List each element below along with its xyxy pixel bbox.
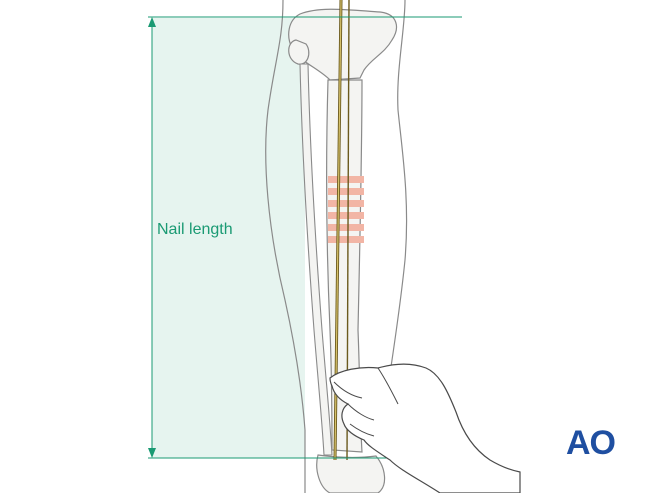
gloved-hand-icon (329, 363, 521, 493)
leg-outline (265, 0, 306, 493)
ao-logo: AO (566, 424, 616, 462)
fibula-head (288, 39, 310, 65)
double-arrow-icon (148, 17, 156, 458)
leg-outline-right (385, 0, 408, 401)
fibula-shaft (299, 63, 333, 456)
measurement-region (152, 18, 305, 458)
ankle-bones (316, 454, 386, 493)
nail-length-label: Nail length (157, 221, 233, 238)
fracture-marks (328, 176, 364, 243)
